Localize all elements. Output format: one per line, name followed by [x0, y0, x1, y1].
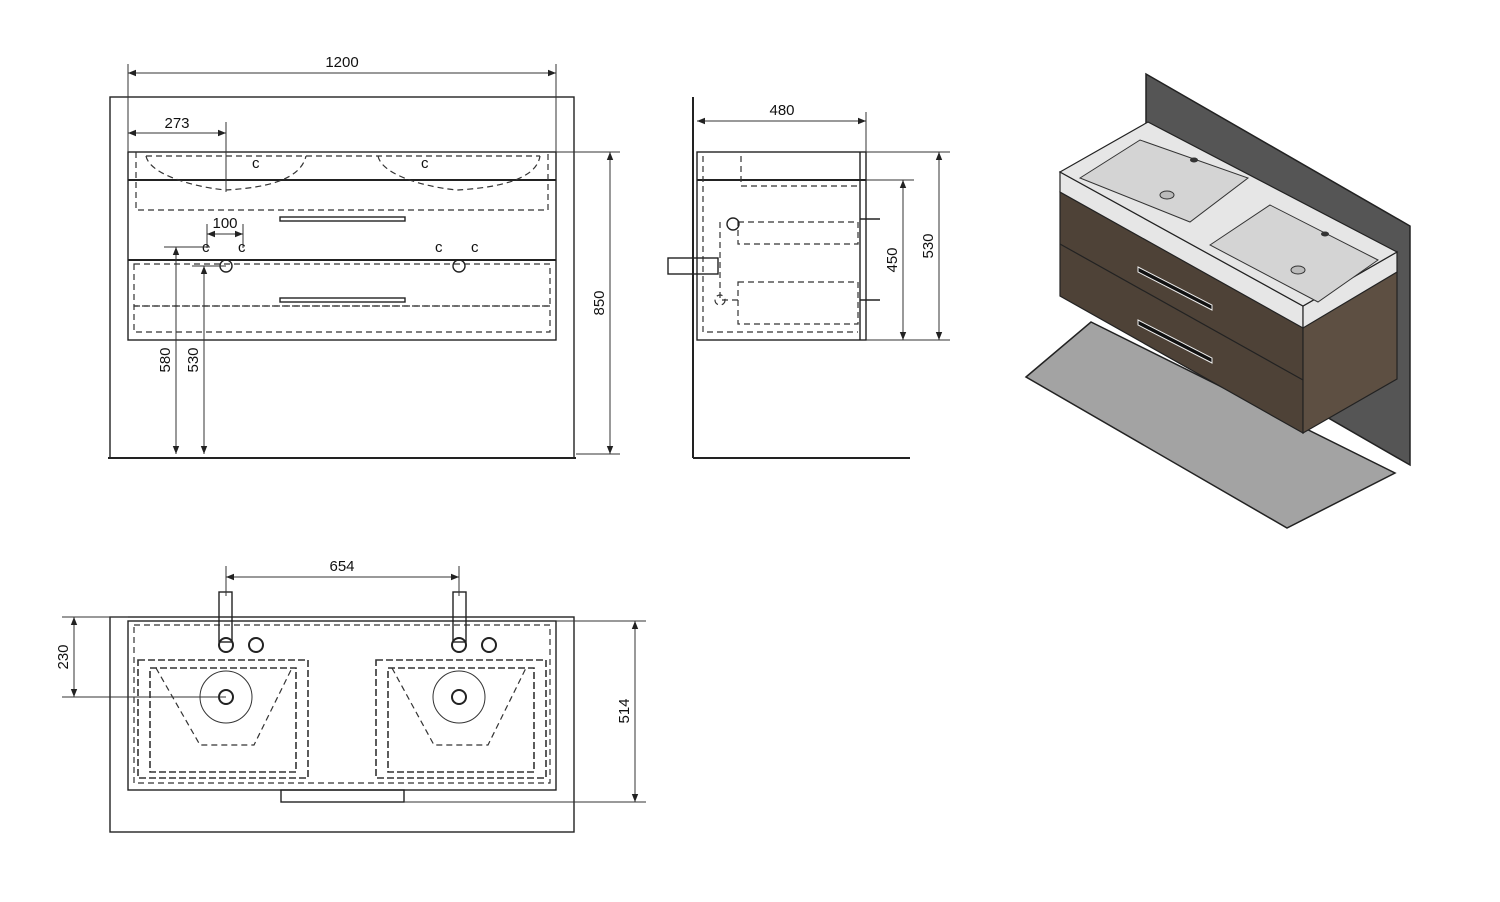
isometric-view: [1024, 72, 1411, 529]
dim-depth-514: 514: [616, 698, 633, 723]
top-bowl-left-inner: [149, 667, 297, 773]
top-tap-right: [451, 637, 467, 653]
top-drawer-cut-right: [391, 667, 527, 746]
front-tap-mark-left: c: [252, 155, 260, 172]
dim-tap-spacing-100: 100: [212, 215, 237, 232]
side-drawer1-hidden: [737, 221, 859, 245]
dim-height-530-front: 530: [185, 347, 202, 372]
front-cabinet-outline: [127, 151, 557, 341]
top-valve-left: [248, 637, 264, 653]
iso-floor: [1024, 321, 1397, 529]
front-tap-mark-right: c: [421, 155, 429, 172]
top-cabinet-outline: [127, 620, 557, 791]
side-bowl-hidden: [740, 156, 858, 187]
front-basin-hidden: [135, 152, 549, 211]
iso-upper-handle: [1137, 266, 1213, 311]
front-plinth-hidden: [133, 305, 551, 333]
front-bowl-right-hidden: [377, 155, 541, 191]
side-waste-pipe: [667, 257, 719, 275]
top-bowl-right-outer: [375, 659, 547, 779]
iso-bowl-left: [1078, 139, 1250, 223]
top-tap-left: [218, 637, 234, 653]
front-lower-handle: [279, 297, 406, 303]
dim-drain-spacing-654: 654: [329, 558, 354, 575]
top-floor-outline: [109, 616, 575, 833]
top-bowl-left-outer: [137, 659, 309, 779]
dim-height-850: 850: [591, 290, 608, 315]
top-bowl-right-circle: [432, 670, 486, 724]
iso-drain-right: [1290, 265, 1306, 275]
top-bowl-right-inner: [387, 667, 535, 773]
dim-height-530-side: 530: [920, 233, 937, 258]
side-cabinet-outline: [696, 151, 867, 341]
side-trap-lower: [714, 294, 726, 306]
front-wall-outline: [109, 96, 575, 459]
top-handle: [280, 789, 405, 803]
dim-basin-offset-273: 273: [164, 115, 189, 132]
top-drawer-cut-left: [155, 667, 293, 746]
iso-lower-handle: [1137, 319, 1213, 364]
front-drain-right: [452, 259, 466, 273]
dim-width-1200: 1200: [325, 54, 358, 71]
side-trap-circle: [726, 217, 740, 231]
front-water-mark-4: c: [471, 239, 479, 256]
front-upper-handle: [279, 216, 406, 222]
iso-bowl-right: [1209, 204, 1379, 303]
top-carcass-hidden: [133, 624, 551, 784]
iso-drawer-split: [1059, 243, 1304, 381]
dim-depth-480: 480: [769, 102, 794, 119]
top-valve-right: [481, 637, 497, 653]
top-drain-right: [451, 689, 467, 705]
front-water-mark-2: c: [238, 239, 246, 256]
dim-height-450: 450: [884, 247, 901, 272]
top-view: 654 230 514: [55, 558, 646, 833]
side-view: 480 450 530: [667, 97, 950, 459]
dim-drain-depth-230: 230: [55, 644, 72, 669]
front-lower-drawer-hidden: [133, 263, 551, 307]
front-view: c c c c c c 1200 273 100 850 580 530: [108, 54, 620, 459]
dim-height-580: 580: [157, 347, 174, 372]
side-drawer2-hidden: [737, 281, 859, 325]
side-carcass-hidden: [702, 156, 858, 333]
iso-taphole-left: [1190, 157, 1198, 163]
front-water-mark-3: c: [435, 239, 443, 256]
iso-taphole-right: [1321, 231, 1329, 237]
iso-drain-left: [1159, 190, 1175, 200]
side-pipe-hidden: [719, 222, 738, 301]
